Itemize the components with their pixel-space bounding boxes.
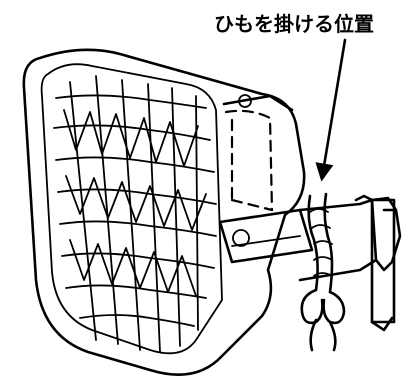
motor-body (222, 94, 294, 212)
wall-bracket (298, 194, 402, 332)
fan-guard-wires (53, 75, 217, 353)
fan-arm (218, 208, 314, 264)
tied-string (300, 192, 346, 352)
pointer-arrow (315, 38, 347, 182)
string-position-label: ひもを掛ける位置 (214, 12, 374, 36)
fan-guard-frame (40, 63, 223, 355)
fan-housing-outline (22, 48, 306, 376)
